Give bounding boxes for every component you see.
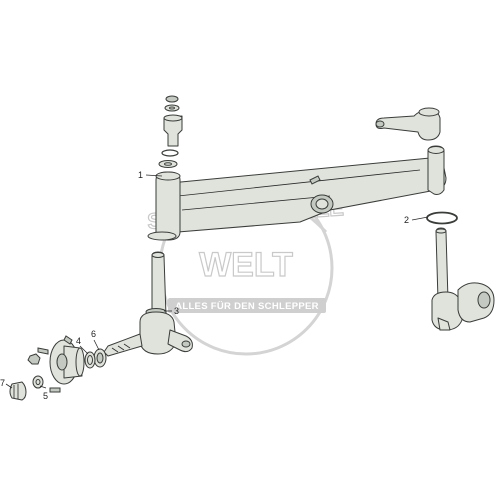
right-stub-axle [431, 227, 495, 331]
callout-5: 5 [43, 391, 48, 401]
right-steering-arm [375, 107, 441, 141]
watermark-band-text: ALLES FÜR DEN SCHLEPPER [175, 301, 319, 312]
callout-1: 1 [138, 170, 143, 180]
callout-3: 3 [174, 306, 179, 316]
watermark-band [168, 298, 326, 313]
wheel-hub-assembly [9, 335, 107, 401]
top-nut [165, 95, 179, 103]
left-stub-axle [103, 251, 193, 357]
callouts: 1 2 3 4 5 6 7 [0, 170, 429, 401]
upper-steering-arm [163, 115, 183, 147]
o-ring [161, 149, 179, 157]
upper-bearing-stack [158, 95, 183, 168]
callout-7: 7 [0, 378, 5, 388]
axle-beam [147, 145, 447, 241]
callout-6: 6 [91, 329, 96, 339]
callout-4: 4 [76, 336, 81, 346]
watermark-subtitle: WELT [199, 246, 293, 284]
o-ring-right [426, 211, 458, 225]
callout-2: 2 [404, 215, 409, 225]
stud-nut [27, 353, 41, 365]
